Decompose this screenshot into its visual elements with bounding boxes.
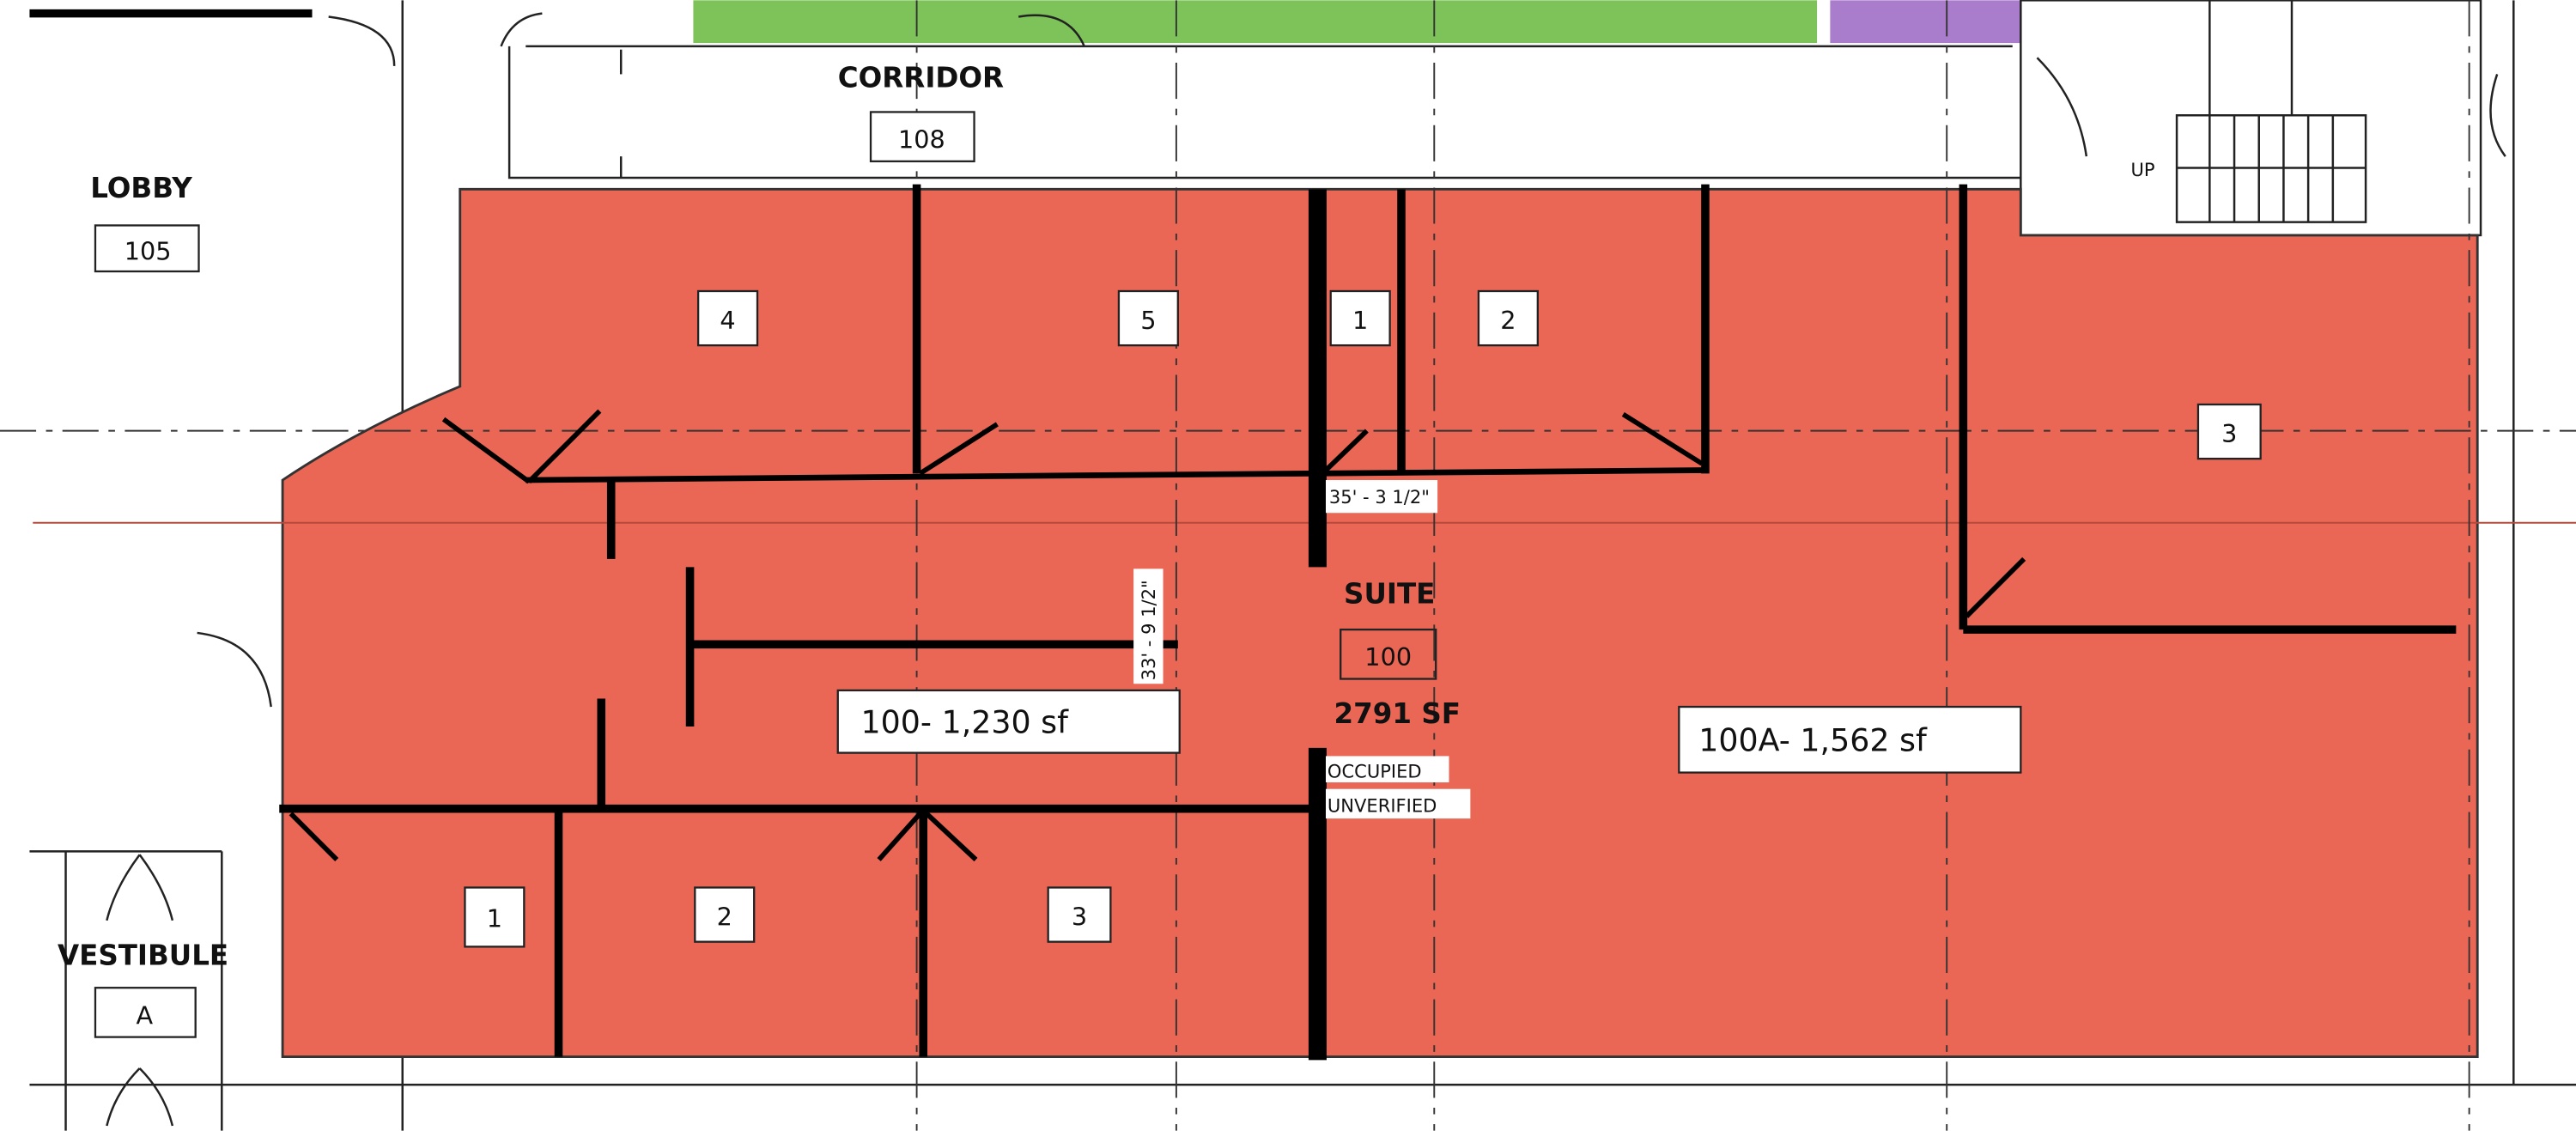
corridor-outline [500,12,2021,179]
status-bg-1 [1326,756,1449,783]
suite-name: SUITE [1344,578,1435,611]
office-tag-3-right: 3 [2221,419,2237,448]
office-tag-5: 5 [1140,306,1156,335]
suite-status-unverified: UNVERIFIED [1327,794,1437,816]
corridor-highlight-band [693,0,1818,44]
lobby-number-box [94,224,200,273]
suite-100-area: 100- 1,230 sf [861,704,1070,741]
suite-area-fill [281,187,2479,1059]
office-tag-2-bottom: 2 [717,903,732,932]
office-tags: 4 5 1 2 3 1 2 3 [464,289,2262,948]
suite-number: 100 [1364,642,1412,672]
stair-up-label: UP [2131,159,2155,180]
suite-number-box [1340,628,1437,680]
suite-status-occupied: OCCUPIED [1327,760,1422,781]
vestibule-name: VESTIBULE [58,939,228,971]
office-tag-4: 4 [720,306,735,335]
dimension-vertical: 33' - 9 1/2" [1138,580,1159,680]
stair [2020,0,2506,237]
purple-highlight-band [1830,0,2021,44]
dim-bg-v [1133,569,1163,684]
dim-bg-h [1326,480,1438,514]
corridor-name: CORRIDOR [838,62,1004,94]
office-tag-2-top: 2 [1500,306,1516,335]
office-tag-1-bottom: 1 [487,903,502,933]
lobby-number: 105 [125,237,172,266]
vestibule-number: A [137,1000,154,1030]
suite-100a-callout [1678,705,2022,774]
partition-walls [279,184,2457,1061]
office-tag-3-bottom: 3 [1072,903,1087,932]
lobby-name: LOBBY [90,172,192,204]
suite-area: 2791 SF [1334,697,1461,730]
corridor-number: 108 [898,125,945,155]
office-tag-1-top: 1 [1352,306,1368,335]
dimension-horizontal: 35' - 3 1/2" [1329,486,1430,508]
vestibule-number-box [94,987,197,1038]
suite-100-callout [836,689,1181,754]
suite-100a-area: 100A- 1,562 sf [1698,722,1928,759]
corridor-number-box [869,111,975,162]
status-bg-2 [1326,788,1471,819]
